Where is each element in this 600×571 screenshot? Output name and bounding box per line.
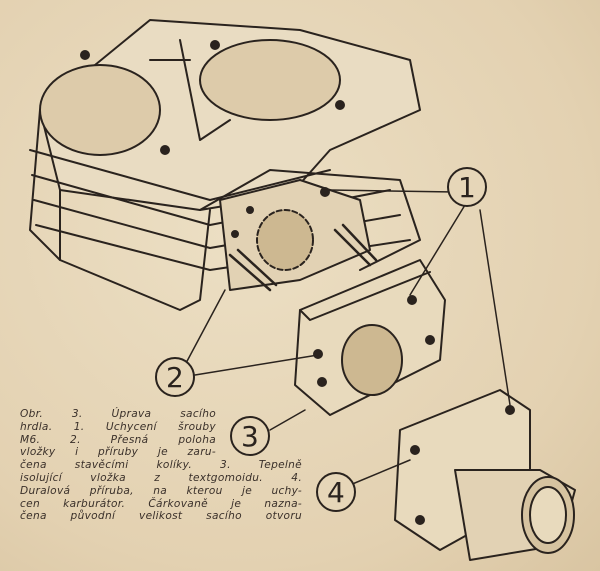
caption-line: čena stavěcími kolíky. 3. Tepelně: [20, 459, 302, 472]
leader-lines: [184, 189, 511, 486]
caption-line: hrdla. 1. Uchycení šrouby: [20, 420, 216, 433]
caption-line: cen karburátor. Čárkovaně je nazna-: [20, 497, 302, 510]
callout-1-label: 1: [458, 171, 476, 204]
caption-line: vložky i příruby je zaru-: [20, 446, 216, 459]
insulating-insert: [294, 259, 446, 416]
callout-3-label: 3: [241, 420, 259, 453]
callout-2: 2: [155, 357, 195, 397]
caption-line: Obr. 3. Úprava sacího: [20, 408, 216, 420]
callout-4: 4: [316, 472, 356, 512]
callout-2-label: 2: [166, 361, 184, 394]
cylinder-head: [29, 19, 421, 311]
callout-4-label: 4: [327, 476, 345, 509]
caption-line: isolující vložka z textgomoidu. 4.: [20, 471, 302, 484]
callout-3: 3: [230, 416, 270, 456]
caption-line: čena původní velikost sacího otvoru: [20, 510, 302, 523]
caption-line: M6. 2. Přesná poloha: [20, 433, 216, 446]
dural-flange: [394, 389, 576, 561]
callout-1: 1: [447, 167, 487, 207]
caption-line: Duralová příruba, na kterou je uchy-: [20, 484, 302, 497]
figure-caption: Obr. 3. Úprava sacího hrdla. 1. Uchycení…: [20, 408, 302, 523]
